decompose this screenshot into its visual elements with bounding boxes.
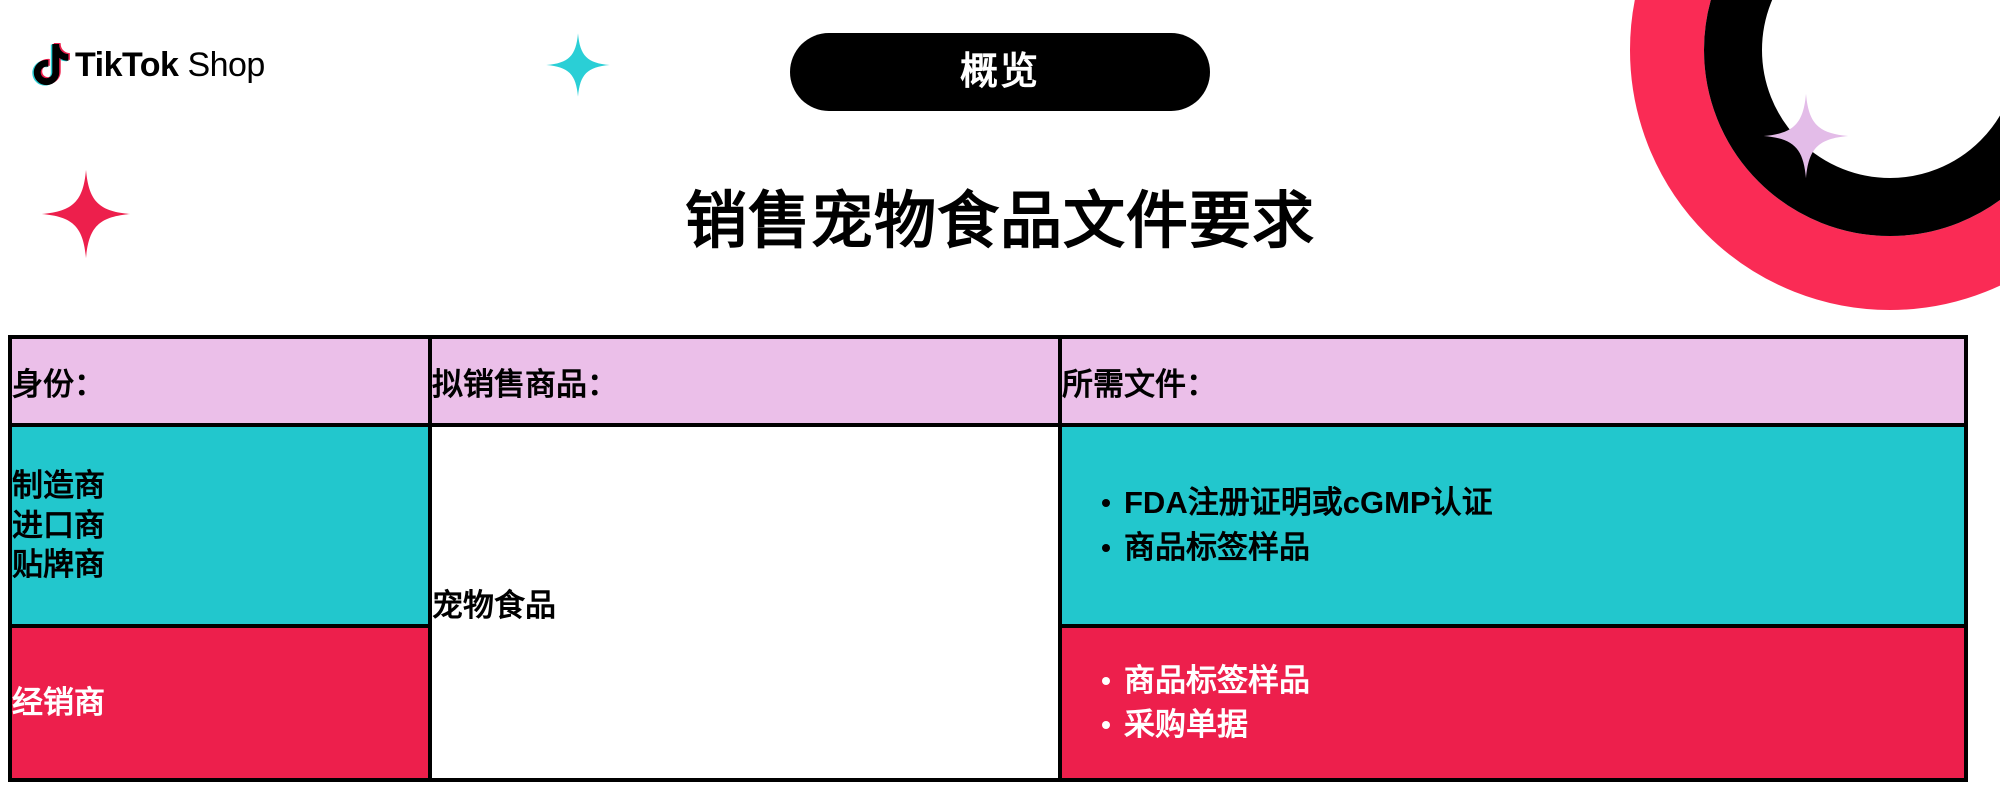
requirements-table: 身份： 拟销售商品： 所需文件： 制造商 进口商 贴牌商 宠物食品: [8, 335, 1968, 782]
document-list-item: FDA注册证明或cGMP认证: [1102, 481, 1964, 525]
identity-line: 进口商: [12, 507, 105, 543]
cell-identity-manufacturer: 制造商 进口商 贴牌商: [8, 423, 432, 628]
table-row: 经销商 商品标签样品 采购单据: [8, 624, 1968, 782]
logo-shop-text: Shop: [187, 46, 265, 84]
overview-pill: 概览: [790, 33, 1210, 111]
document-list-item: 商品标签样品: [1102, 659, 1964, 703]
goods-label: 宠物食品: [432, 588, 556, 623]
sparkle-lilac-icon: [1762, 92, 1850, 180]
cell-goods-merged: 宠物食品: [428, 423, 1062, 782]
cell-documents-distributor: 商品标签样品 采购单据: [1058, 624, 1968, 782]
tiktok-note-icon: [30, 43, 70, 87]
identity-line: 经销商: [12, 685, 105, 721]
arc-red-icon: [1630, 0, 2000, 310]
column-header-documents: 所需文件：: [1058, 335, 1968, 427]
identity-line: 制造商: [12, 467, 105, 503]
table-row: 制造商 进口商 贴牌商 宠物食品 FDA注册证明或cGMP认证 商品标签样品: [8, 423, 1968, 782]
column-header-identity: 身份：: [8, 335, 432, 427]
document-list: 商品标签样品 采购单据: [1062, 659, 1964, 747]
corner-arc-decoration: [1630, 0, 2000, 310]
overview-pill-label: 概览: [959, 51, 1040, 93]
sparkle-cyan-icon: [545, 32, 611, 98]
logo-tiktok-text: TikTok: [75, 46, 179, 84]
document-list: FDA注册证明或cGMP认证 商品标签样品: [1062, 481, 1964, 569]
identity-line: 贴牌商: [12, 547, 105, 583]
column-header-goods: 拟销售商品：: [428, 335, 1062, 427]
table-header-row: 身份： 拟销售商品： 所需文件：: [8, 335, 1968, 427]
cell-documents-manufacturer: FDA注册证明或cGMP认证 商品标签样品: [1058, 423, 1968, 628]
document-list-item: 采购单据: [1102, 703, 1964, 747]
document-list-item: 商品标签样品: [1102, 526, 1964, 570]
page-title: 销售宠物食品文件要求: [684, 187, 1315, 256]
cell-identity-distributor: 经销商: [8, 624, 432, 782]
